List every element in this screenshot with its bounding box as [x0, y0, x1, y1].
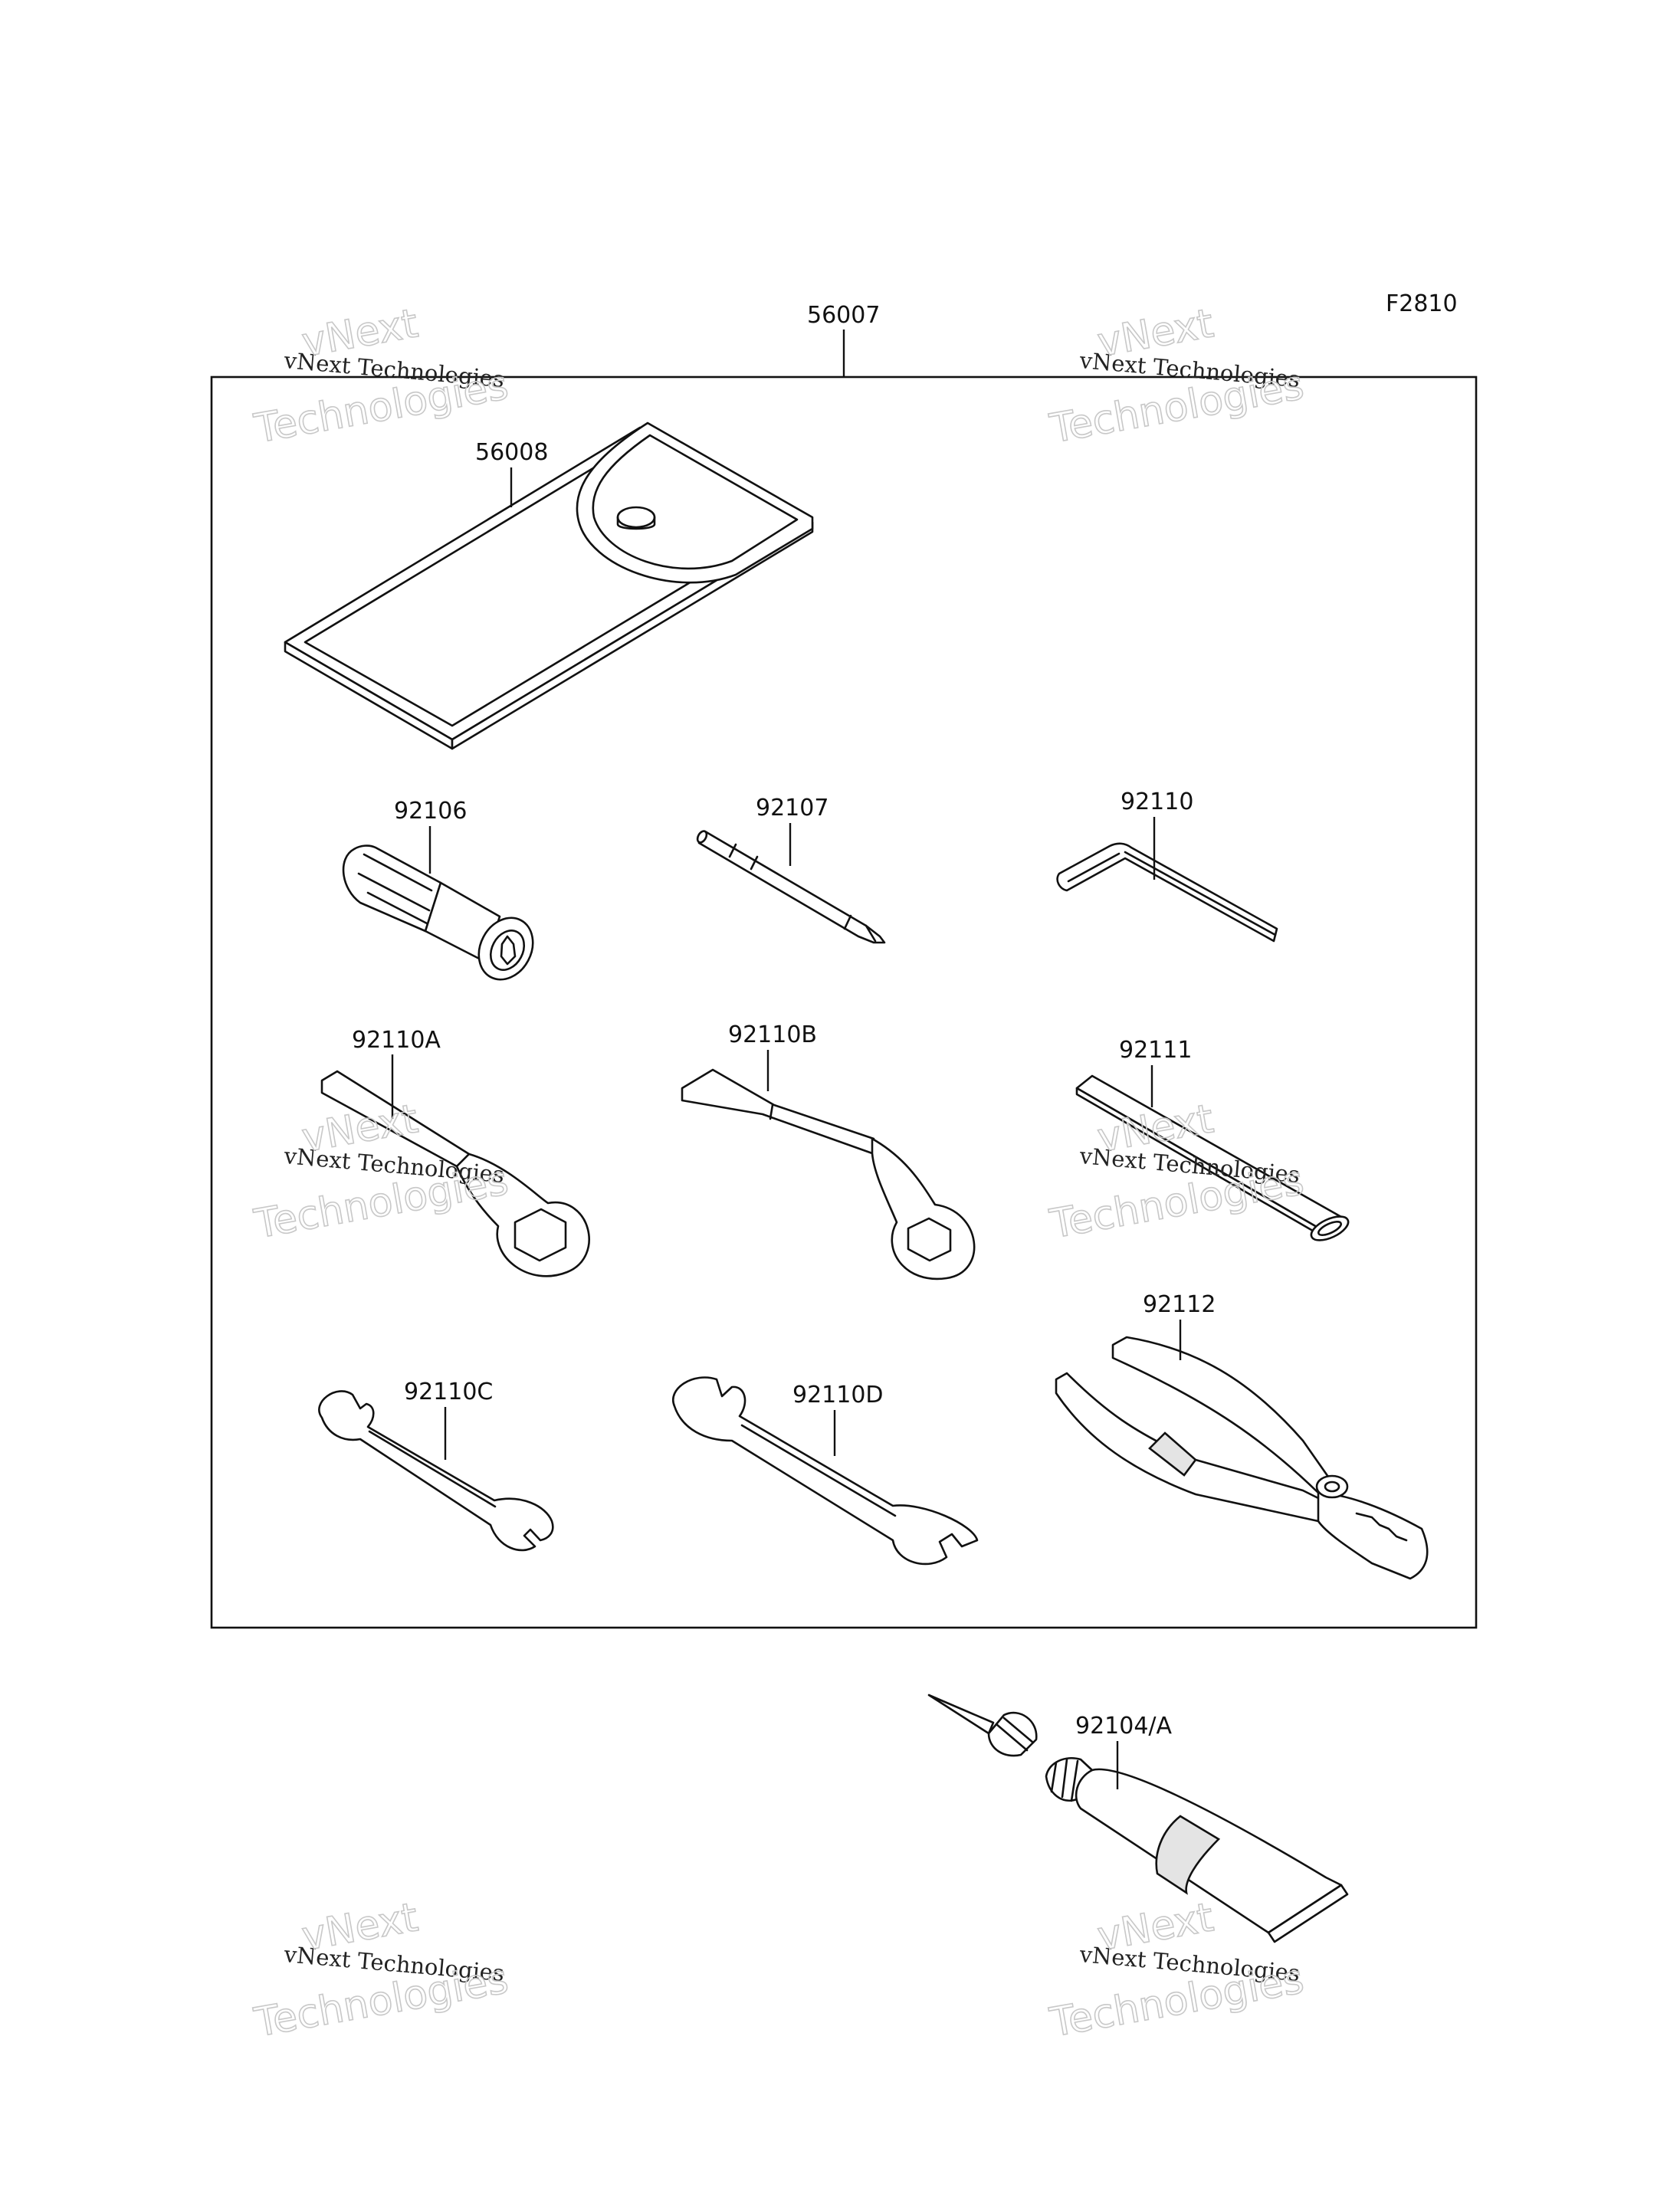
open-wrench-d-part-number: 92110D: [792, 1382, 884, 1408]
open-wrench-c-part-number: 92110C: [404, 1379, 493, 1405]
watermark-3: vNext Technologies vNext Technologies: [250, 1095, 512, 1248]
handle-bar-illustration: [1075, 1074, 1350, 1241]
screwdriver-part-number: 92107: [756, 795, 829, 821]
svg-text:vNext: vNext: [299, 1096, 422, 1161]
pouch-part-number: 56008: [475, 439, 548, 466]
kit-part-number: 56007: [807, 302, 880, 329]
ring-wrench-a-part-number: 92110A: [352, 1027, 441, 1054]
svg-text:vNext: vNext: [299, 1894, 422, 1959]
svg-text:vNext: vNext: [299, 300, 422, 366]
grip-tool-illustration: [342, 844, 534, 981]
kit-frame: [210, 375, 1478, 1629]
handle-part-number: 92111: [1119, 1037, 1192, 1064]
repair-kit-illustration: [927, 1694, 1349, 1943]
ring-wrench-b-part-number: 92110B: [728, 1021, 817, 1048]
hex-key-illustration: [1056, 842, 1278, 943]
watermark-4: vNext Technologies vNext Technologies: [1045, 1095, 1308, 1248]
open-wrench-c-illustration: [318, 1390, 554, 1552]
ring-wrench-a-illustration: [320, 1070, 590, 1277]
screwdriver-bit-illustration: [696, 830, 886, 944]
repair-kit-part-number: 92104/A: [1075, 1713, 1173, 1740]
svg-text:vNext: vNext: [1094, 300, 1217, 366]
open-wrench-d-illustration: [672, 1376, 979, 1566]
svg-text:vNext: vNext: [1094, 1894, 1217, 1959]
tool-pouch-illustration: [284, 421, 814, 750]
watermark-5: vNext Technologies vNext Technologies: [250, 1894, 512, 2047]
grip-part-number: 92106: [394, 798, 467, 825]
hex-key-part-number: 92110: [1121, 789, 1193, 815]
figure-code: F2810: [1386, 290, 1458, 317]
pliers-illustration: [1055, 1336, 1429, 1580]
ring-wrench-b-illustration: [681, 1068, 976, 1280]
pliers-part-number: 92112: [1143, 1291, 1216, 1318]
